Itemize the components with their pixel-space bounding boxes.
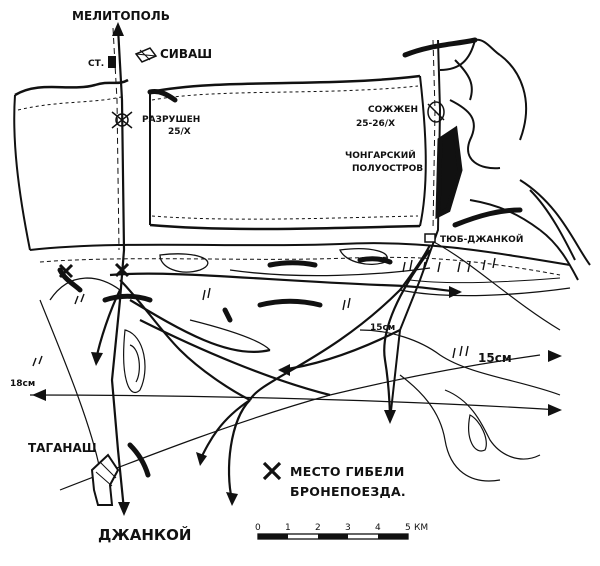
label-burned-date: 25-26/X <box>356 119 395 129</box>
label-station-abbr: СТ. <box>88 59 104 69</box>
label-depth-15b: 15см <box>478 351 512 365</box>
sivash-lake <box>13 74 427 251</box>
wreck-site-x-mark-icon <box>114 262 130 278</box>
arrow-heads <box>32 22 562 516</box>
scale-tick-3: 3 <box>345 523 351 533</box>
sivash-station <box>108 47 158 68</box>
marsh-symbols <box>32 257 496 367</box>
scale-bar: 0 1 2 3 4 5 КМ <box>255 523 428 540</box>
label-burned: СОЖЖЕН <box>368 105 418 115</box>
front-lines <box>57 37 523 478</box>
lower-shoreline <box>29 242 571 301</box>
scale-tick-2: 2 <box>315 523 321 533</box>
scale-tick-4: 4 <box>375 523 381 533</box>
label-sivash: СИВАШ <box>160 47 212 61</box>
tyub-dzhankoy-station <box>424 233 436 243</box>
terrain-contours <box>39 299 561 482</box>
label-taganash: ТАГАНАШ <box>28 441 97 455</box>
scale-tick-1: 1 <box>285 523 291 533</box>
scale-unit: КМ <box>414 523 428 533</box>
legend-line2: БРОНЕПОЕЗДА. <box>290 484 406 499</box>
other-cross-marks <box>58 263 74 279</box>
label-destroyed: РАЗРУШЕН <box>142 115 200 125</box>
label-chongar-line2: ПОЛУОСТРОВ <box>352 164 423 174</box>
burned-bridge <box>427 101 445 123</box>
movement-arrows <box>94 244 461 501</box>
label-depth-15a: 15см <box>370 323 395 333</box>
legend-line1: МЕСТО ГИБЕЛИ <box>290 464 405 479</box>
label-tyub-dzhankoy: ТЮБ-ДЖАНКОЙ <box>440 233 523 245</box>
scale-tick-0: 0 <box>255 523 261 533</box>
label-destroyed-date: 25/X <box>168 127 191 137</box>
legend: МЕСТО ГИБЕЛИ БРОНЕПОЕЗДА. <box>262 461 406 499</box>
label-chongar-line1: ЧОНГАРСКИЙ <box>345 149 416 161</box>
label-depth-18: 18см <box>10 379 35 389</box>
scale-tick-5: 5 <box>405 523 411 533</box>
label-melitopol: МЕЛИТОПОЛЬ <box>72 9 170 23</box>
label-dzhankoy: ДЖАНКОЙ <box>98 525 191 544</box>
legend-x-mark-icon <box>262 461 282 481</box>
railway-lines <box>29 27 561 511</box>
destroyed-bridge <box>111 111 133 129</box>
